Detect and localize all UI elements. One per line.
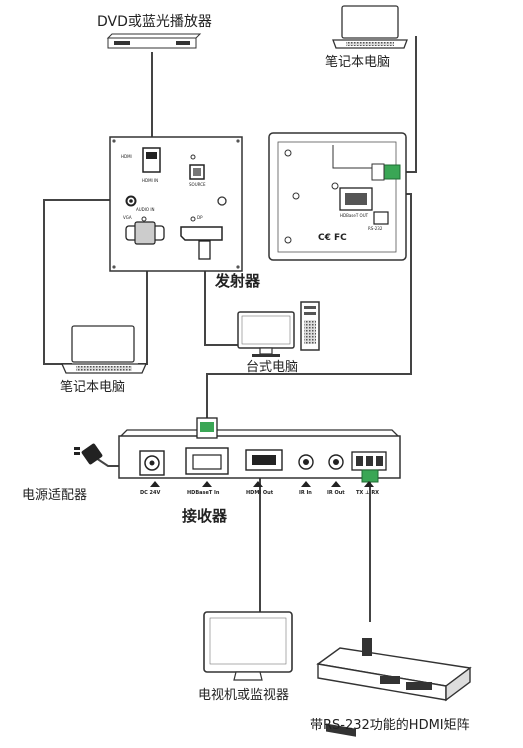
dvd-player-label: DVD或蓝光播放器 bbox=[97, 14, 212, 30]
transmitter-label: 发射器 bbox=[215, 272, 261, 290]
cable-dp-desktop bbox=[204, 265, 238, 346]
receiver-label: 接收器 bbox=[182, 507, 228, 525]
hdbaset-out-label: HDBaseT OUT bbox=[340, 213, 369, 218]
ir-in-label: IR In bbox=[299, 490, 312, 496]
laptop-left-icon bbox=[60, 325, 148, 374]
hdmi-in-label: HDMI IN bbox=[142, 178, 159, 183]
hdmi-matrix-icon bbox=[316, 638, 472, 737]
receiver-device bbox=[118, 417, 401, 487]
tv-monitor-icon bbox=[203, 611, 293, 681]
hdmi-label: HDMI bbox=[121, 154, 132, 159]
certification-marks: C€ FC bbox=[318, 233, 347, 243]
hdbaset-in-label: HDBaseT In bbox=[187, 490, 220, 496]
laptop-top-label: 笔记本电脑 bbox=[325, 55, 391, 70]
laptop-left-label: 笔记本电脑 bbox=[60, 380, 126, 395]
desktop-label: 台式电脑 bbox=[246, 360, 299, 375]
rs232-back-label: RS-232 bbox=[368, 226, 383, 231]
tv-label: 电视机或监视器 bbox=[198, 688, 290, 703]
txrx-label: TX ⊥ RX bbox=[356, 490, 380, 496]
transmitter-back-panel bbox=[268, 132, 407, 261]
transmitter-front-panel bbox=[109, 136, 243, 272]
source-label: SOURCE bbox=[189, 182, 206, 187]
audio-in-label: AUDIO IN bbox=[136, 207, 155, 212]
ir-out-label: IR Out bbox=[327, 490, 345, 496]
dc-24v-label: DC 24V bbox=[140, 490, 161, 496]
laptop-top-icon bbox=[332, 5, 408, 49]
matrix-label: 带RS-232功能的HDMI矩阵 bbox=[310, 718, 470, 733]
power-adapter-label: 电源适配器 bbox=[22, 488, 88, 503]
cable-laptop-audio bbox=[43, 199, 128, 365]
vga-label: VGA bbox=[123, 215, 132, 220]
dp-label: DP bbox=[197, 215, 203, 220]
dvd-player-icon bbox=[106, 33, 202, 49]
hdmi-out-label: HDMI Out bbox=[246, 490, 274, 496]
desktop-computer-icon bbox=[237, 301, 320, 357]
power-adapter-icon bbox=[74, 443, 103, 465]
